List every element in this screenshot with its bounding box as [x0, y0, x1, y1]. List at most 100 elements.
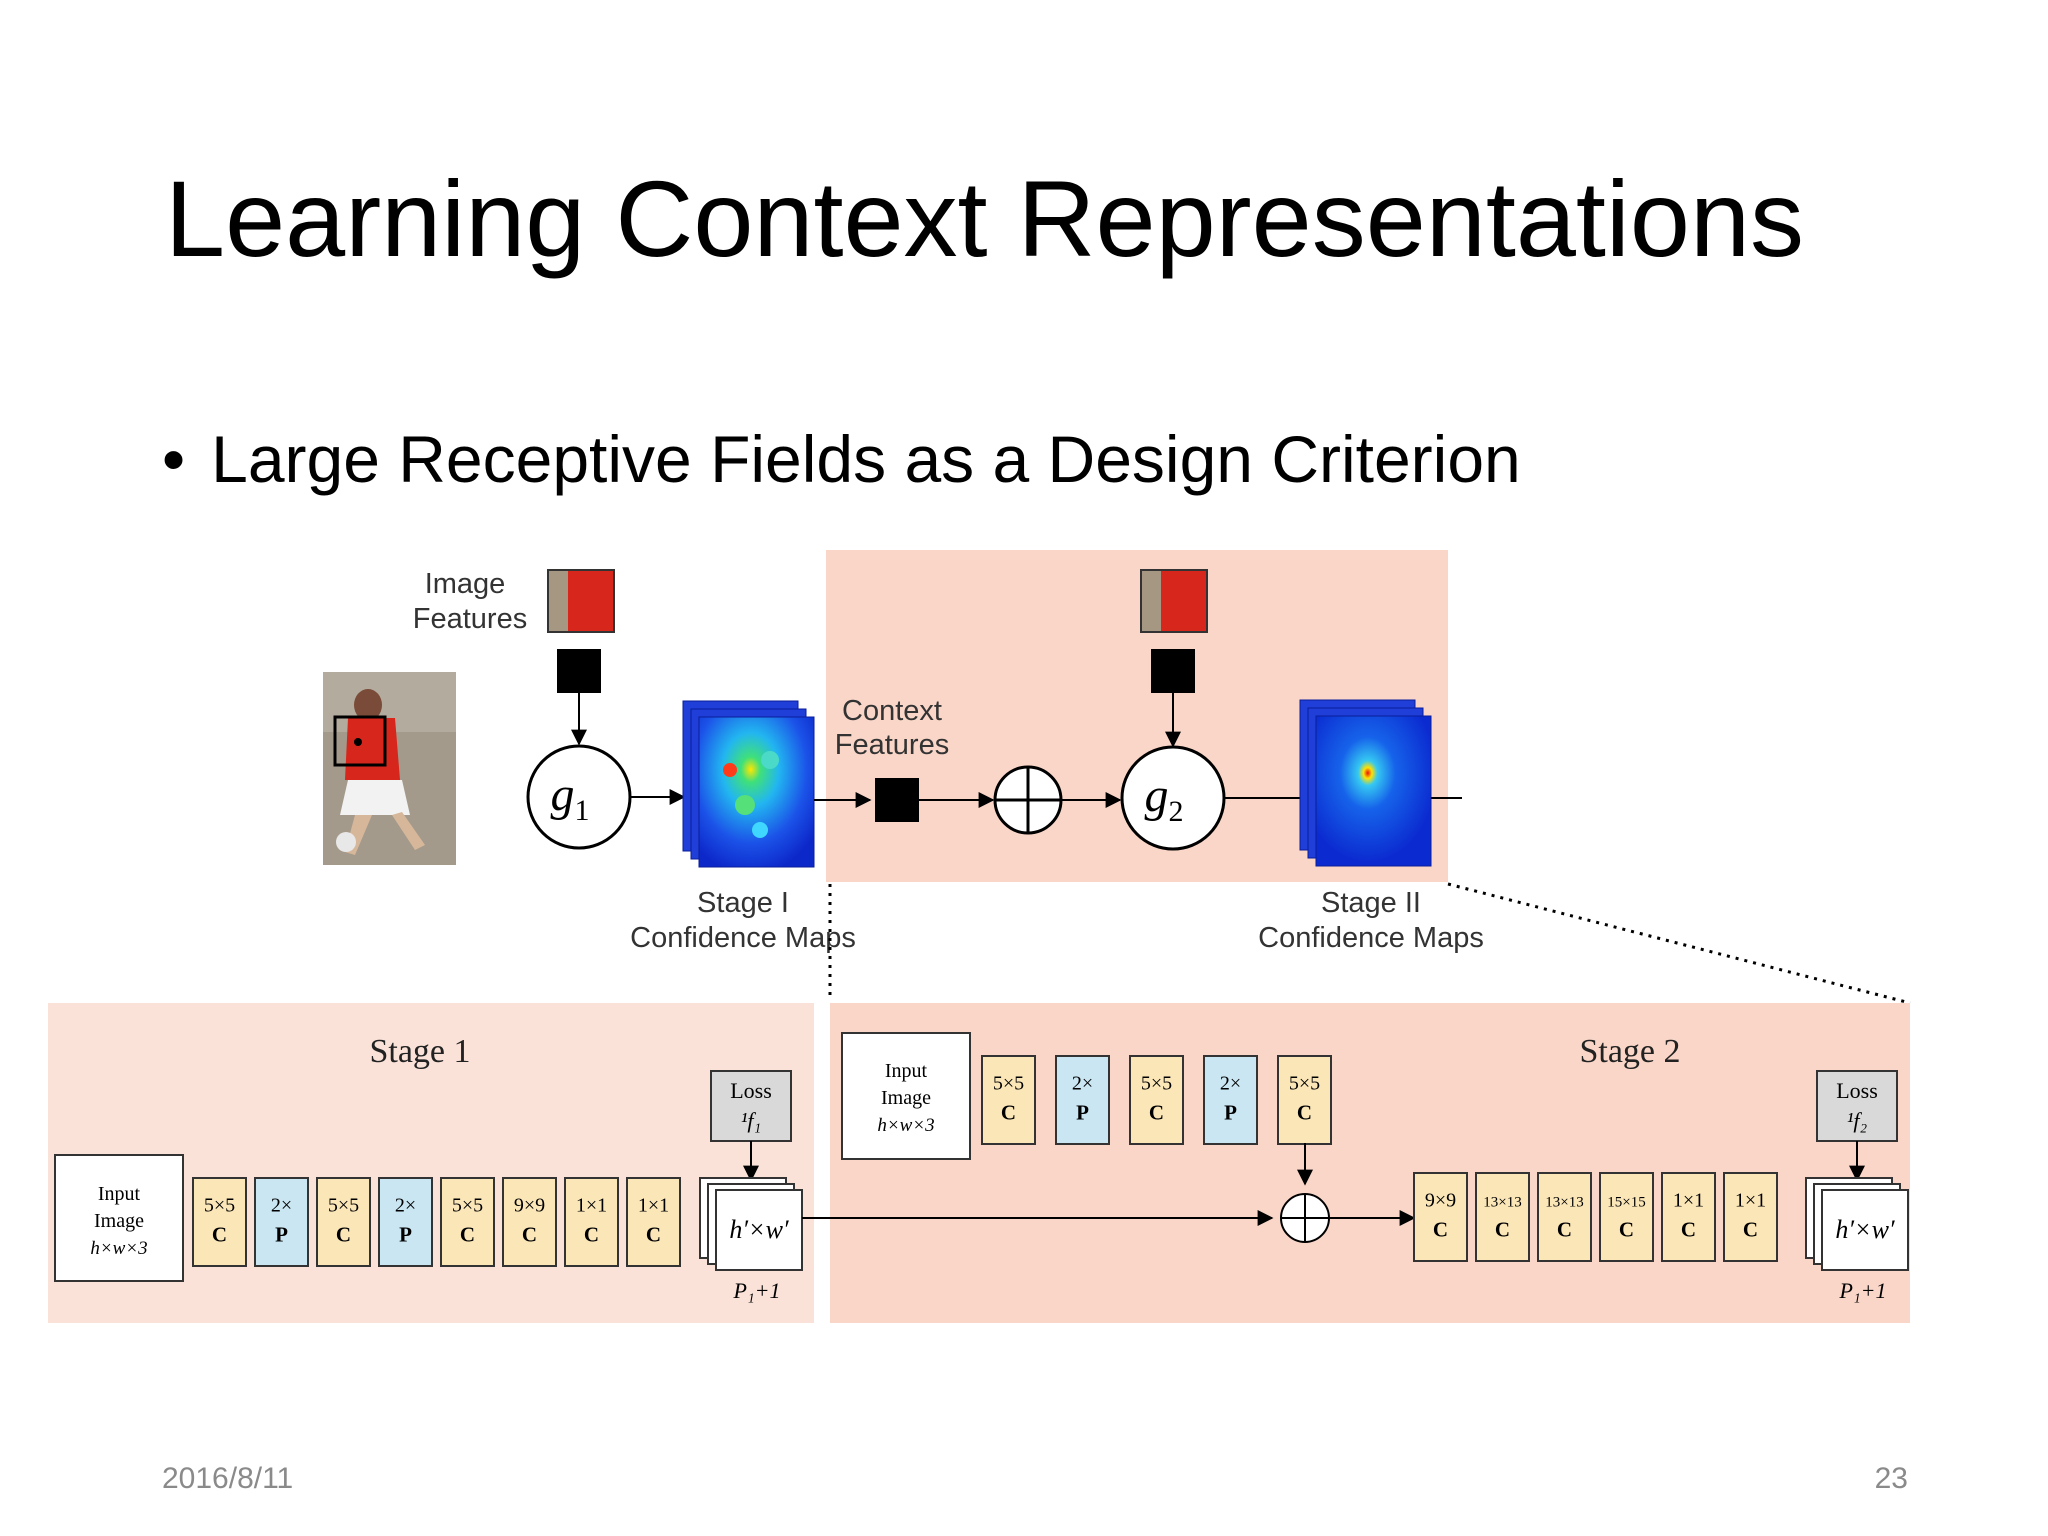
layer-size-label: 5×5	[328, 1194, 359, 1216]
stage1-output-caption: P₁+1	[733, 1278, 781, 1303]
stage2-input-line3: h×w×3	[877, 1115, 934, 1136]
stage1-confidence-maps	[682, 700, 815, 868]
layer-type-label: P	[275, 1222, 288, 1246]
layer-type-label: C	[522, 1222, 537, 1246]
layer-size-label: 1×1	[1673, 1189, 1704, 1211]
footer-date: 2016/8/11	[162, 1462, 294, 1495]
bottom-plus-node	[1280, 1193, 1330, 1243]
context-features-label-line2: Features	[835, 729, 949, 761]
stage2-loss-box	[1816, 1070, 1898, 1142]
stage1-output-stack	[699, 1177, 803, 1271]
conv-layer-box	[1661, 1172, 1716, 1262]
layer-size-label: 5×5	[1289, 1072, 1320, 1094]
stage2-output-stack	[1805, 1177, 1909, 1271]
conv-layer-box	[1277, 1055, 1332, 1145]
conv-layer-box	[1475, 1172, 1530, 1262]
stage2-loss-line2: ¹f₂	[1847, 1108, 1868, 1133]
layer-size-label: 2×	[1072, 1072, 1093, 1094]
layer-size-label: 13×13	[1483, 1194, 1521, 1210]
layer-size-label: 2×	[1220, 1072, 1241, 1094]
stage1-loss-line1: Loss	[730, 1078, 772, 1103]
conv-layer-box	[1129, 1055, 1184, 1145]
conv-layer-box	[1537, 1172, 1592, 1262]
stage1-maps-label-line1: Stage I	[697, 887, 789, 919]
pool-layer-box	[378, 1177, 433, 1267]
image-feature-patch-2	[1140, 569, 1208, 633]
stage2-output-label: h′×w′	[1835, 1215, 1895, 1244]
layer-size-label: 2×	[271, 1194, 292, 1216]
layer-type-label: C	[460, 1222, 475, 1246]
feature-block-2	[1151, 649, 1195, 693]
layer-size-label: 1×1	[638, 1194, 669, 1216]
feature-block-1	[557, 649, 601, 693]
conv-layer-box	[626, 1177, 681, 1267]
conv-layer-box	[1599, 1172, 1654, 1262]
stage1-maps-label-line2: Confidence Maps	[630, 922, 856, 954]
input-photo	[323, 672, 456, 865]
conv-layer-box	[981, 1055, 1036, 1145]
pool-layer-box	[1203, 1055, 1258, 1145]
stage2-panel	[830, 1003, 1910, 1323]
layer-type-label: C	[1495, 1217, 1510, 1241]
layer-size-label: 5×5	[204, 1194, 235, 1216]
stage1-title: Stage 1	[369, 1033, 470, 1070]
stage2-maps-label-line2: Confidence Maps	[1258, 922, 1484, 954]
pool-layer-box	[254, 1177, 309, 1267]
bullet-dot: •	[162, 422, 186, 496]
image-features-label-line2: Features	[413, 603, 527, 635]
layer-type-label: C	[336, 1222, 351, 1246]
bullet-text: Large Receptive Fields as a Design Crite…	[211, 422, 1521, 496]
bullet-point: • Large Receptive Fields as a Design Crit…	[162, 420, 1521, 499]
layer-type-label: P	[1224, 1100, 1237, 1124]
stage1-loss-line2: ¹f₁	[741, 1108, 761, 1133]
stage1-input-line1: Input	[98, 1183, 141, 1205]
stage1-layers: 5×5C2×P5×5C2×P5×5C9×9C1×1C1×1C	[192, 1177, 681, 1267]
stage2-output-caption: P₁+1	[1839, 1278, 1887, 1303]
layer-type-label: C	[646, 1222, 661, 1246]
conv-layer-box	[1413, 1172, 1468, 1262]
layer-size-label: 5×5	[452, 1194, 483, 1216]
stage1-input-line2: Image	[94, 1210, 144, 1232]
stage2-loss-line1: Loss	[1836, 1078, 1878, 1103]
context-feature-block	[875, 778, 919, 822]
stage2-title: Stage 2	[1579, 1033, 1680, 1070]
layer-size-label: 1×1	[1735, 1189, 1766, 1211]
layer-type-label: C	[1149, 1100, 1164, 1124]
footer-page-number: 23	[1874, 1462, 1908, 1495]
stage2-top-layers: 5×5C 2× P 5×5C 2× P 5×5C	[981, 1055, 1332, 1145]
stage1-output-label: h′×w′	[729, 1215, 789, 1244]
layer-type-label: C	[1557, 1217, 1572, 1241]
stage2-input-image-box	[841, 1032, 971, 1160]
image-feature-patch-1	[547, 569, 615, 633]
g1-label: g1	[551, 768, 590, 827]
context-features-label-line1: Context	[842, 695, 942, 727]
stage2-maps-label-line1: Stage II	[1321, 887, 1421, 919]
conv-layer-box	[192, 1177, 247, 1267]
layer-size-label: 9×9	[514, 1194, 545, 1216]
image-features-label-line1: Image	[425, 568, 506, 600]
stage1-input-line3: h×w×3	[90, 1238, 147, 1259]
conv-layer-box	[440, 1177, 495, 1267]
layer-type-label: C	[1297, 1100, 1312, 1124]
layer-size-label: 9×9	[1425, 1189, 1456, 1211]
stage2-confidence-maps	[1299, 699, 1432, 867]
layer-size-label: 5×5	[993, 1072, 1024, 1094]
conv-layer-box	[564, 1177, 619, 1267]
g2-label: g2	[1145, 769, 1184, 828]
layer-type-label: P	[1076, 1100, 1089, 1124]
pool-layer-box	[1055, 1055, 1110, 1145]
stage2-input-line1: Input	[885, 1060, 928, 1082]
layer-type-label: C	[584, 1222, 599, 1246]
layer-type-label: C	[1619, 1217, 1634, 1241]
conv-layer-box	[316, 1177, 371, 1267]
layer-type-label: C	[1433, 1217, 1448, 1241]
layer-size-label: 5×5	[1141, 1072, 1172, 1094]
conv-layer-box	[502, 1177, 557, 1267]
layer-type-label: P	[399, 1222, 412, 1246]
layer-type-label: C	[1001, 1100, 1016, 1124]
layer-type-label: C	[1681, 1217, 1696, 1241]
stage1-input-image-box	[54, 1154, 184, 1282]
layer-size-label: 13×13	[1545, 1194, 1583, 1210]
layer-size-label: 2×	[395, 1194, 416, 1216]
